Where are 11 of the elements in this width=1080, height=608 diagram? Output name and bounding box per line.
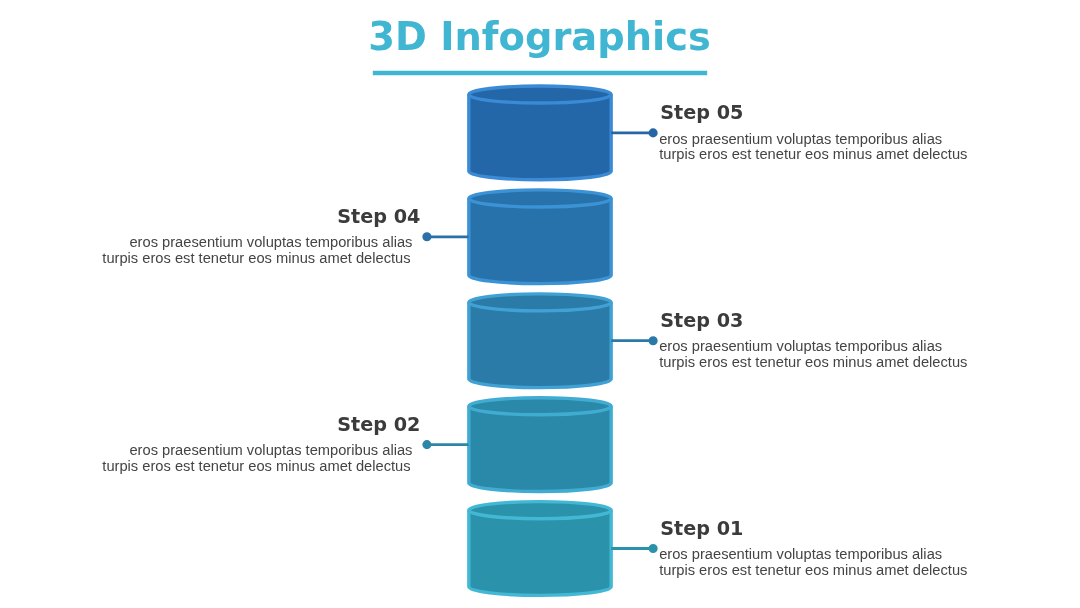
node-text: Step 02 eros praesentium voluptas temporibus alias turpis eros est tenetur eos minus amet delectus	[102, 412, 421, 475]
diagram-title: 3D Infographics	[368, 13, 711, 59]
node-text: Step 04 eros praesentium voluptas temporibus alias turpis eros est tenetur eos minus amet delectus	[102, 204, 421, 267]
connector	[611, 128, 658, 138]
connector	[422, 440, 469, 450]
connector	[611, 336, 658, 346]
node-text: Step 01 eros praesentium voluptas temporibus alias turpis eros est tenetur eos minus amet delectus	[659, 516, 968, 578]
node-text: Step 03 eros praesentium voluptas temporibus alias turpis eros est tenetur eos minus amet delectus	[659, 308, 968, 371]
connector	[422, 232, 469, 242]
node-text: Step 05 eros praesentium voluptas temporibus alias turpis eros est tenetur eos minus amet delectus	[659, 100, 968, 163]
connector	[611, 543, 658, 554]
